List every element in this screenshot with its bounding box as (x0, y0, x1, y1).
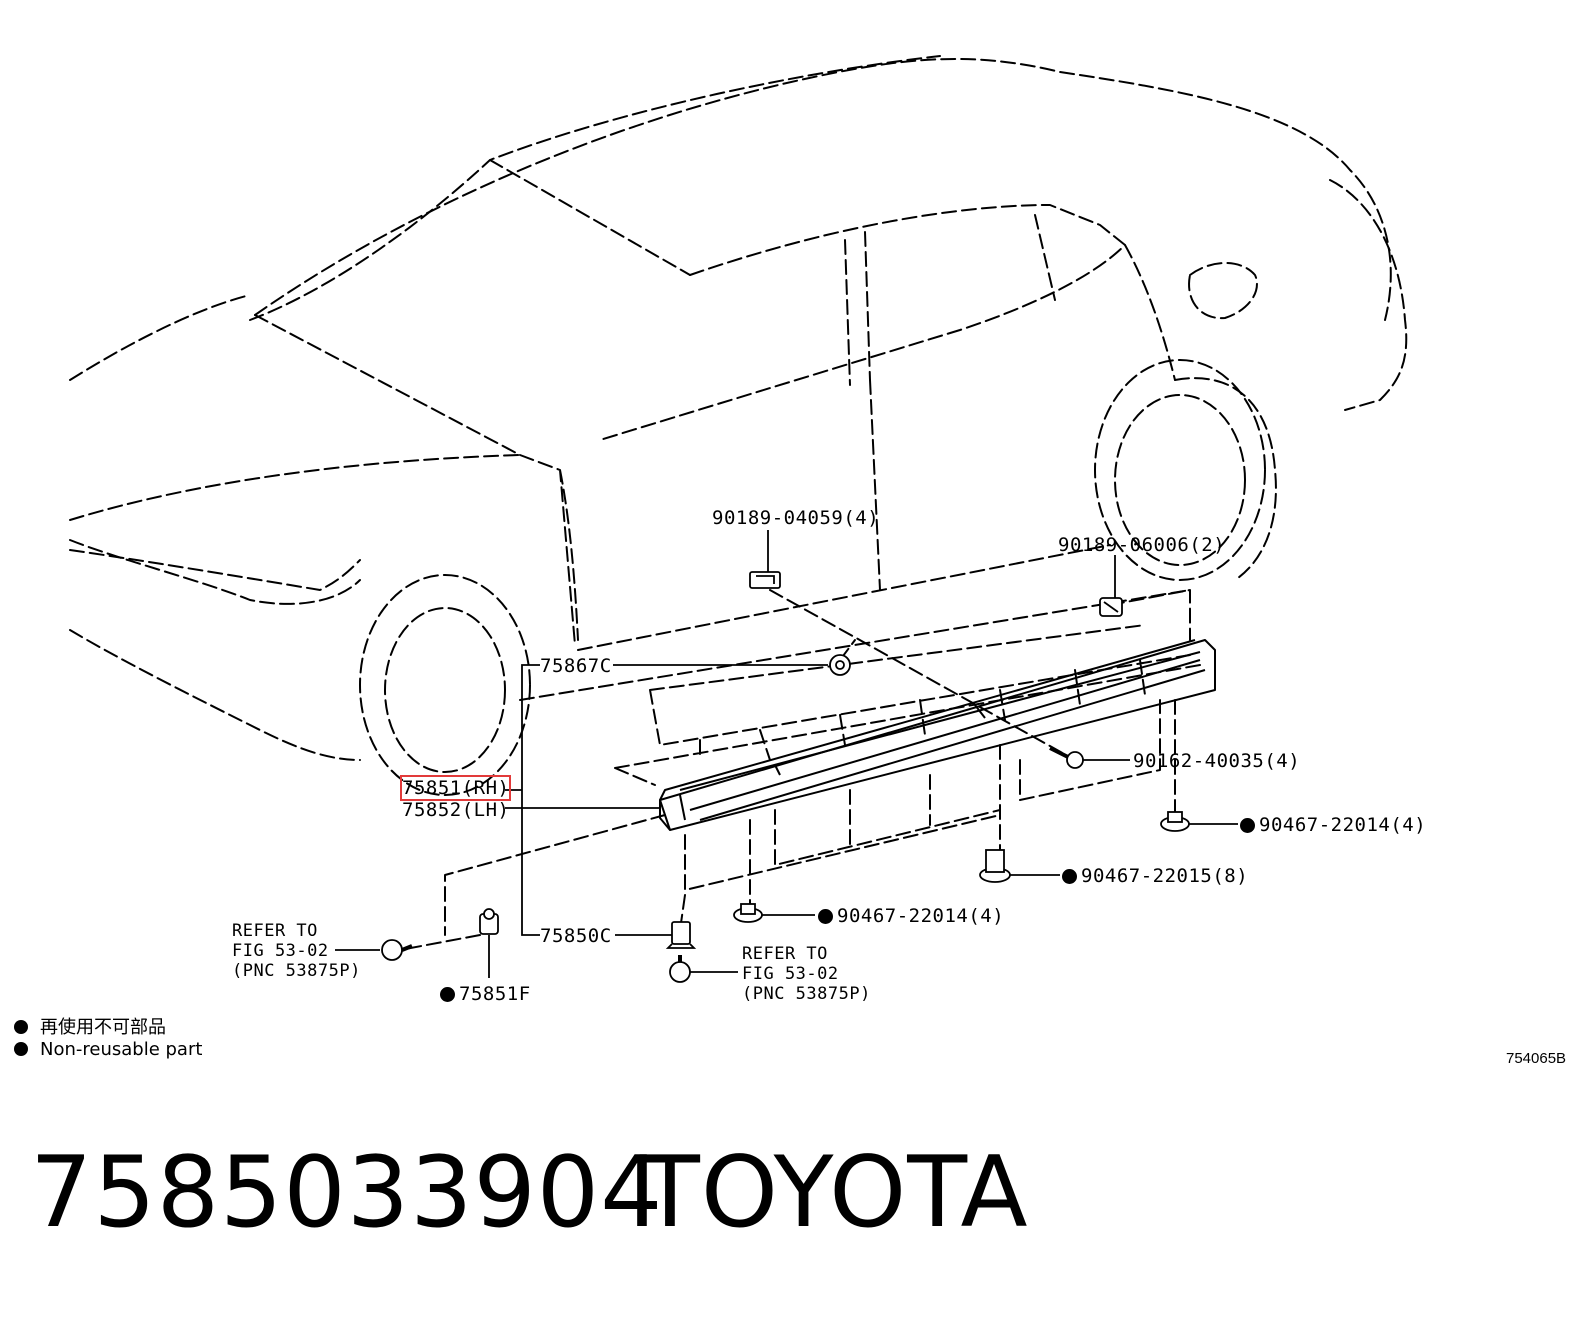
car-rear-quarter (1174, 377, 1277, 581)
car-hood (69, 294, 521, 521)
clip-90467-22014-b (733, 903, 763, 923)
fuel-door (1188, 262, 1258, 320)
car-door-line (519, 454, 579, 646)
car-windshield (254, 159, 691, 456)
non-reusable-dot-icon (440, 987, 455, 1002)
clip-90467-22014-r (1160, 811, 1190, 832)
label-75851-number: 75851 (402, 777, 462, 799)
sill-lower-grid (684, 699, 1161, 891)
label-75867C: 75867C (540, 655, 612, 677)
highlighted-part-number: 75851(RH) (399, 775, 512, 801)
label-90467-22014-bottom: 90467-22014(4) (818, 906, 1004, 926)
screw-90162-40035 (1049, 746, 1084, 769)
proj-line-right-clip (1109, 589, 1191, 641)
clip-75851F (479, 908, 499, 935)
car-sill-line (577, 544, 1111, 651)
proj-line-clip-bottom (679, 699, 1176, 931)
car-headlight (69, 549, 361, 591)
clip-90467-22015 (979, 849, 1011, 883)
refer-right-line2: FIG 53-02 (742, 964, 839, 984)
front-wheel-outer (359, 574, 531, 796)
bolt-refer-left (381, 939, 413, 961)
clip-90189-06006 (1099, 597, 1123, 617)
legend-en: Non-reusable part (14, 1039, 202, 1060)
sill-mount-grid (614, 624, 1201, 786)
refer-left-line3: (PNC 53875P) (232, 961, 361, 981)
label-75851-side: (RH) (461, 777, 510, 799)
label-90467-22014-right: 90467-22014(4) (1240, 815, 1426, 835)
part-number: 7585033904 (30, 1136, 664, 1250)
car-roof-outline (254, 57, 1392, 321)
legend-jp-text: 再使用不可部品 (40, 1017, 166, 1038)
leader-75851-group (505, 664, 660, 936)
clip-75850C (665, 921, 697, 949)
non-reusable-dot-icon (818, 909, 833, 924)
legend-jp: 再使用不可部品 (14, 1013, 166, 1039)
front-wheel-inner (384, 607, 506, 773)
bolt-refer-right (669, 955, 691, 983)
car-roof-inner (249, 55, 941, 321)
label-90467-22015: 90467-22015(8) (1062, 866, 1248, 886)
rocker-panel-top (659, 639, 1196, 801)
non-reusable-dot-icon (1240, 818, 1255, 833)
label-75850C: 75850C (540, 925, 612, 947)
label-90467-22014-right-text: 90467-22014(4) (1259, 814, 1427, 836)
label-90189-04059: 90189-04059(4) (712, 507, 880, 529)
label-90162-40035: 90162-40035(4) (1133, 750, 1301, 772)
rear-wheel-outer (1094, 359, 1266, 581)
rocker-panel-groove (679, 651, 1206, 821)
proj-line-upper-clip (769, 589, 1076, 761)
car-rocker-edge (519, 589, 1191, 701)
non-reusable-dot-icon (14, 1042, 28, 1056)
label-75851F-text: 75851F (459, 983, 531, 1005)
label-75851F: 75851F (440, 984, 531, 1004)
refer-right-line1: REFER TO (742, 944, 828, 964)
label-75852-lh: 75852(LH) (402, 799, 510, 821)
brand-name: TOYOTA (640, 1136, 1029, 1250)
label-75851-rh: 75851(RH) (399, 775, 512, 801)
rocker-panel-outer (659, 639, 1216, 831)
car-window-pillar (844, 214, 1056, 386)
clip-90189-04059 (749, 571, 781, 589)
label-90467-22014-bottom-text: 90467-22014(4) (837, 905, 1005, 927)
legend-en-text: Non-reusable part (40, 1039, 203, 1060)
non-reusable-dot-icon (14, 1020, 28, 1034)
rocker-panel-mid (774, 704, 986, 776)
refer-left-line1: REFER TO (232, 921, 318, 941)
rear-wheel-inner (1114, 394, 1246, 566)
refer-left-line2: FIG 53-02 (232, 941, 329, 961)
diagram-code: 754065B (1506, 1050, 1567, 1067)
non-reusable-dot-icon (1062, 869, 1077, 884)
label-90189-06006: 90189-06006(2) (1058, 534, 1226, 556)
proj-line-bottom (399, 814, 666, 951)
car-rear-door (869, 244, 1176, 591)
car-side-window-frame (599, 204, 1126, 441)
refer-right-line3: (PNC 53875P) (742, 984, 871, 1004)
car-rear-bumper (1329, 179, 1408, 411)
nut-75867C (829, 654, 851, 676)
label-90467-22015-text: 90467-22015(8) (1081, 865, 1249, 887)
rocker-panel-end (659, 794, 686, 831)
